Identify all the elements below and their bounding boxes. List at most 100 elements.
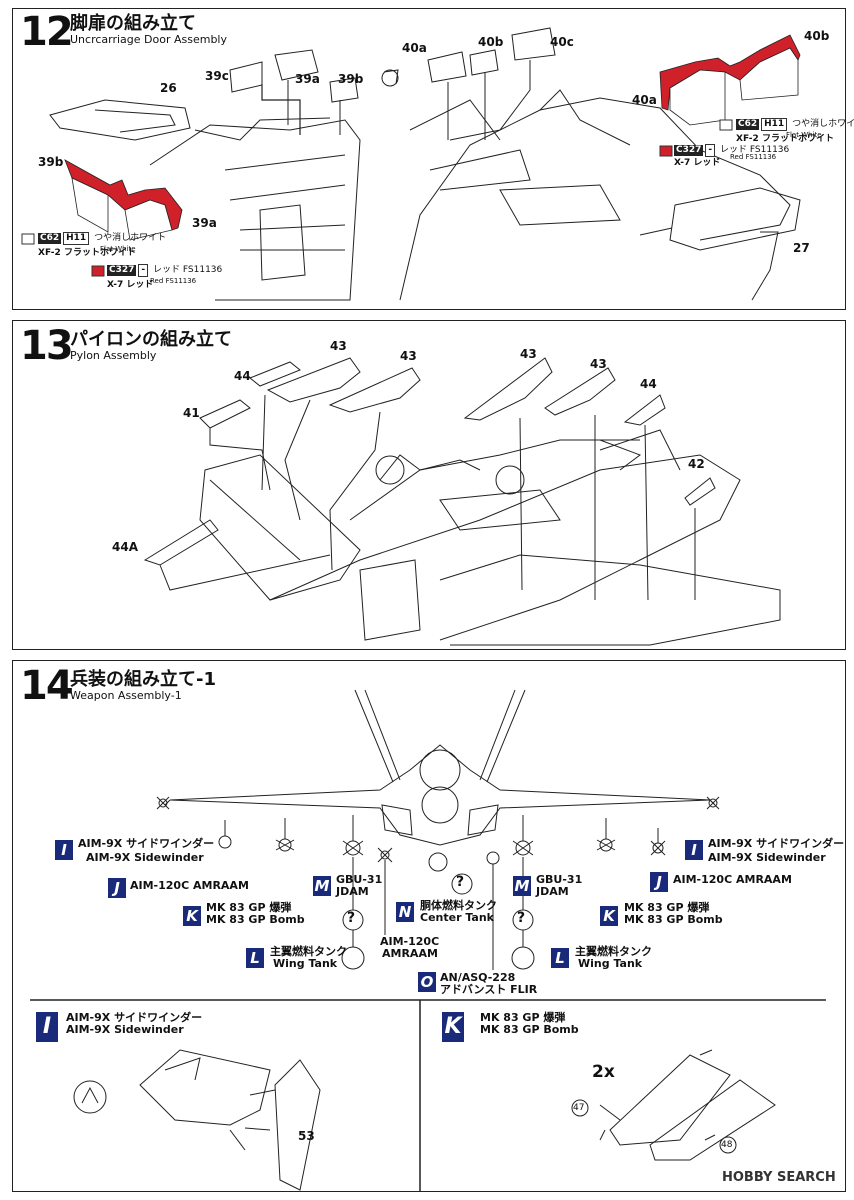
part-39a-red-label: 39a [192, 216, 217, 230]
part-43-c-label: 43 [520, 347, 537, 361]
weapon-badge-j-left: J [108, 878, 126, 898]
color-legend-right-red-en: Red FS11136 [730, 153, 777, 161]
paint-h-code: - [705, 144, 716, 157]
weapon-label-m-left-ja: GBU-31 [336, 873, 383, 886]
weapon-label-n-en: Center Tank [420, 911, 494, 924]
weapon-label-m-left-en: JDAM [336, 885, 369, 898]
weapon-label-n-ja: 胴体燃料タンク [420, 899, 497, 912]
weapon-badge-i-right: I [685, 840, 703, 860]
part-47-label: 47 [573, 1103, 585, 1113]
unknown-center-tank-icon: ? [456, 874, 465, 890]
part-27-label: 27 [793, 241, 810, 255]
paint-h-code: - [138, 264, 149, 277]
sub-i-label-ja: AIM-9X サイドワインダー [66, 1011, 203, 1024]
weapon-label-l-left-ja: 主翼燃料タンク [270, 945, 347, 958]
weapon-badge-k-right: K [600, 906, 618, 926]
sub-badge-i: I [36, 1012, 58, 1042]
weapon-badge-m-left: M [313, 876, 331, 896]
part-43-b-label: 43 [400, 349, 417, 363]
paint-code: C62 [38, 233, 62, 244]
step-13-panel [12, 320, 846, 650]
weapon-label-k-left-ja: MK 83 GP 爆弾 [206, 901, 292, 914]
quantity-2x-label: 2x [592, 1062, 615, 1082]
weapon-badge-m-right: M [513, 876, 531, 896]
step-12-number: 12 [20, 9, 74, 55]
color-legend-left-white-en: Flat White [100, 245, 136, 253]
color-legend-right-white-en: Flat White [786, 131, 822, 139]
weapon-label-i-right-en: AIM-9X Sidewinder [708, 851, 826, 864]
unknown-jdam-right-icon: ? [517, 910, 526, 926]
weapon-badge-l-left: L [246, 948, 264, 968]
center-amraam-line1: AIM-120C [380, 935, 440, 948]
step-14-number: 14 [20, 663, 74, 709]
weapon-label-l-left-en: Wing Tank [273, 957, 338, 970]
weapon-label-k-right-ja: MK 83 GP 爆弾 [624, 901, 710, 914]
sub-k-label-en: MK 83 GP Bomb [480, 1023, 579, 1036]
weapon-label-o-en: アドバンスト FLIR [440, 983, 538, 996]
paint-code: C327 [674, 145, 704, 156]
part-39a-top-label: 39a [295, 72, 320, 86]
part-26-label: 26 [160, 81, 177, 95]
part-39b-top-label: 39b [338, 72, 364, 86]
color-legend-left-red-name: X-7 レッド [107, 280, 154, 290]
weapon-label-l-right-en: Wing Tank [578, 957, 643, 970]
paint-h-code: H11 [761, 118, 788, 131]
weapon-label-m-right-en: JDAM [536, 885, 569, 898]
sub-i-label-en: AIM-9X Sidewinder [66, 1023, 184, 1036]
color-legend-left-red-en: Red FS11136 [150, 277, 197, 285]
weapon-badge-n: N [396, 902, 414, 922]
part-40b-top-label: 40b [478, 35, 504, 49]
color-legend-right-red: C327- レッド FS11136 [674, 144, 789, 157]
paint-name-ja: つや消しホワイト [94, 233, 167, 243]
paint-code: C327 [107, 265, 137, 276]
part-40c-label: 40c [550, 35, 574, 49]
color-legend-right-white-name: XF-2 フラットホワイト [736, 134, 834, 144]
weapon-badge-k-left: K [183, 906, 201, 926]
weapon-badge-i-left: I [55, 840, 73, 860]
weapon-label-k-left-en: MK 83 GP Bomb [206, 913, 305, 926]
weapon-label-m-right-ja: GBU-31 [536, 873, 583, 886]
step-12-title-ja: 脚扉の組み立て [70, 13, 196, 34]
part-40a-red-label: 40a [632, 93, 657, 107]
weapon-label-j-right: AIM-120C AMRAAM [673, 873, 792, 886]
sub-k-label-ja: MK 83 GP 爆弾 [480, 1011, 566, 1024]
paint-name-ja: レッド FS11136 [720, 145, 790, 155]
weapon-label-i-left-en: AIM-9X Sidewinder [86, 851, 204, 864]
part-40b-red-label: 40b [804, 29, 830, 43]
center-amraam-line2: AMRAAM [382, 947, 438, 960]
weapon-label-i-right-ja: AIM-9X サイドワインダー [708, 837, 845, 850]
step-12-title-en: Uncrcarriage Door Assembly [70, 33, 228, 46]
part-39c-label: 39c [205, 69, 229, 83]
part-43-d-label: 43 [590, 357, 607, 371]
step-12-panel [12, 8, 846, 310]
unknown-jdam-left-icon: ? [347, 910, 356, 926]
weapon-label-l-right-ja: 主翼燃料タンク [575, 945, 652, 958]
part-44a-label: 44A [112, 540, 138, 554]
watermark-text: HOBBY SEARCH [722, 1170, 836, 1185]
part-48-label: 48 [721, 1140, 733, 1150]
weapon-badge-o: O [418, 972, 436, 992]
part-44-left-label: 44 [234, 369, 251, 383]
color-legend-left-white-name: XF-2 フラットホワイト [38, 248, 136, 258]
step-14-title-ja: 兵装の組み立て-1 [70, 669, 216, 690]
color-legend-right-red-name: X-7 レッド [674, 158, 721, 168]
part-41-label: 41 [183, 406, 200, 420]
weapon-badge-j-right: J [650, 872, 668, 892]
weapon-label-k-right-en: MK 83 GP Bomb [624, 913, 723, 926]
color-legend-left-red: C327- レッド FS11136 [107, 264, 222, 277]
part-53-label: 53 [298, 1129, 315, 1143]
part-42-label: 42 [688, 457, 705, 471]
weapon-badge-l-right: L [551, 948, 569, 968]
paint-name-ja: レッド FS11136 [153, 265, 223, 275]
part-39b-red-label: 39b [38, 155, 64, 169]
step-13-title-en: Pylon Assembly [70, 349, 157, 362]
paint-code: C62 [736, 119, 760, 130]
sub-badge-k: K [442, 1012, 464, 1042]
part-44-right-label: 44 [640, 377, 657, 391]
weapon-label-j-left: AIM-120C AMRAAM [130, 879, 249, 892]
step-14-title-en: Weapon Assembly-1 [70, 689, 182, 702]
